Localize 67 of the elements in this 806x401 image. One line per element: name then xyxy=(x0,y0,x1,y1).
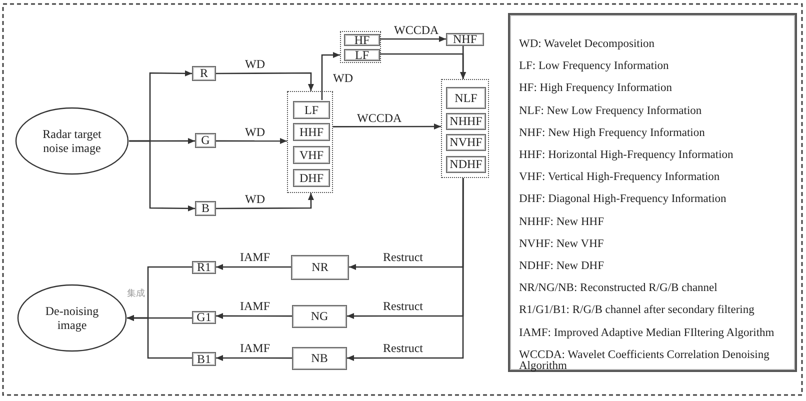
abbreviation-definition: NVHF: New VHF xyxy=(519,238,605,250)
edge-label: WD xyxy=(245,193,265,206)
process-box: DHF xyxy=(293,169,330,187)
abbreviation-definition: HF: High Frequency Information xyxy=(519,83,673,94)
process-box: HHF xyxy=(293,123,330,141)
edge-label: Restruct xyxy=(383,300,423,313)
abbreviation-definition: DHF: Diagonal High-Frequency Information xyxy=(519,194,728,206)
process-box: B xyxy=(195,201,216,216)
process-box: G1 xyxy=(192,311,216,324)
legend-box xyxy=(508,13,797,372)
arrow xyxy=(216,312,292,319)
arrow xyxy=(216,138,287,144)
image-ellipse: De-noising image xyxy=(17,284,127,352)
process-box: VHF xyxy=(293,146,330,164)
process-box: LF xyxy=(344,49,380,61)
process-box: NHF xyxy=(446,33,484,46)
abbreviation-definition: VHF: Vertical High-Frequency Information xyxy=(519,172,721,184)
abbreviation-definition: NHF: New High Frequency Information xyxy=(519,128,706,139)
edge-label: WD xyxy=(245,58,265,71)
abbreviation-definition: R1/G1/B1: R/G/B channel after secondary filtering xyxy=(519,305,756,316)
abbreviation-definition: IAMF: Improved Adaptive Median FIltering Algorithm xyxy=(519,328,776,339)
arrow xyxy=(129,140,195,212)
abbreviation-definition: NR/NG/NB: Reconstructed R/G/B channel xyxy=(519,283,718,294)
arrow xyxy=(216,355,292,362)
edge-label: Restruct xyxy=(383,342,423,355)
abbreviation-definition: HHF: Horizontal High-Frequency Information xyxy=(519,150,734,161)
edge-label: WCCDA xyxy=(357,112,402,125)
edge-label: IAMF xyxy=(240,342,270,355)
arrow xyxy=(216,72,314,91)
abbreviation-definition: NHHF: New HHF xyxy=(519,216,605,228)
arrow xyxy=(379,36,446,42)
abbreviation-definition: WCCDA: Wavelet Coefficients Correlation Denoising Algorithm xyxy=(519,350,770,372)
process-box: NVHF xyxy=(446,134,486,151)
process-box: NLF xyxy=(446,87,486,109)
process-box: NB xyxy=(292,347,347,370)
arrow xyxy=(333,124,441,130)
process-box: NDHF xyxy=(446,156,486,173)
edge-label: WCCDA xyxy=(394,24,439,37)
process-box: NG xyxy=(292,305,347,328)
arrow xyxy=(127,315,192,359)
abbreviation-definition: LF: Low Frequency Information xyxy=(519,61,670,72)
abbreviation-definition: WD: Wavelet Decomposition xyxy=(519,39,656,50)
process-box: R1 xyxy=(192,261,216,274)
process-box: R xyxy=(192,66,216,81)
edge-label: WD xyxy=(333,72,353,85)
edge-label: IAMF xyxy=(240,300,270,313)
arrow xyxy=(321,52,340,100)
process-box: LF xyxy=(293,101,330,119)
edge-label: Restruct xyxy=(383,251,423,264)
process-box: NR xyxy=(291,255,349,280)
process-box: G xyxy=(195,133,216,148)
junction-label: 集成 xyxy=(127,287,145,300)
abbreviation-definition: NDHF: New DHF xyxy=(519,261,605,272)
arrow xyxy=(216,193,314,210)
arrow xyxy=(347,178,464,362)
edge-label: IAMF xyxy=(240,251,270,264)
edge-label: WD xyxy=(245,126,265,139)
dotted-group-box xyxy=(287,91,333,193)
process-box: NHHF xyxy=(446,113,486,130)
arrow xyxy=(460,46,466,79)
process-box: HF xyxy=(344,34,380,46)
image-ellipse: Radar target noise image xyxy=(15,107,129,175)
dotted-group-box xyxy=(340,31,381,63)
abbreviation-definition: NLF: New Low Frequency Information xyxy=(519,106,703,117)
dotted-group-box xyxy=(441,79,489,178)
process-box: B1 xyxy=(192,352,216,366)
arrow xyxy=(216,264,291,270)
